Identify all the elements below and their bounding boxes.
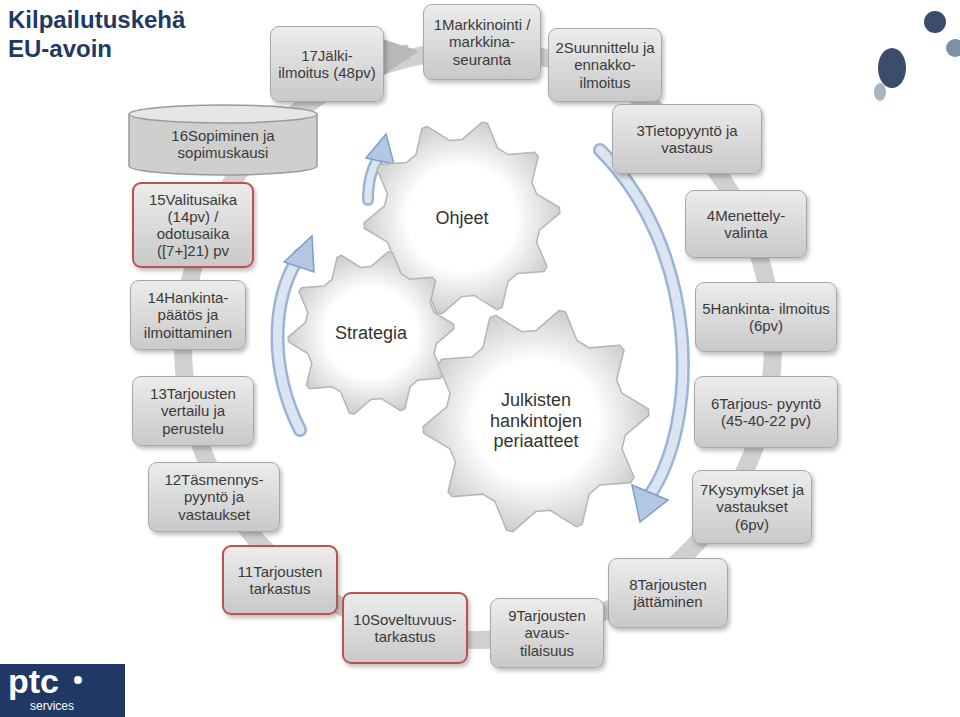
step-label: 10Soveltuvuus- tarkastus [350, 611, 460, 646]
process-box: 13Tarjousten vertailu ja perustelu [132, 376, 254, 446]
process-box: 12Täsmennys- pyyntö ja vastaukset [148, 462, 280, 532]
process-box: 3Tietopyyntö ja vastaus [612, 104, 762, 174]
cycle-arrow [368, 155, 380, 200]
step-label: 13Tarjousten vertailu ja perustelu [139, 385, 247, 437]
gear-label: Julkisten hankintojen periaatteet [466, 390, 606, 452]
process-box: 1Markkinointi / markkina- seuranta [423, 4, 541, 80]
logo-text: ptc [8, 662, 59, 701]
process-box: 5Hankinta- ilmoitus (6pv) [695, 282, 837, 352]
process-box: 10Soveltuvuus- tarkastus [342, 592, 468, 664]
gear-label: Strategia [335, 323, 407, 344]
copyright-mark: © [96, 676, 109, 697]
process-box: 11Tarjousten tarkastus [222, 545, 338, 615]
gear-outline [423, 310, 649, 531]
process-box: 2Suunnittelu ja ennakko- ilmoitus [548, 28, 662, 102]
step-label: 4Menettely- valinta [692, 207, 800, 242]
step-label: 9Tarjousten avaus- tilaisuus [497, 607, 597, 659]
process-box: 9Tarjousten avaus- tilaisuus [490, 598, 604, 668]
gear-label: Ohjeet [435, 208, 488, 229]
step-label: 14Hankinta- päätös ja ilmoittaminen [137, 289, 239, 341]
arrow-head [366, 134, 394, 164]
step-label: 8Tarjousten jättäminen [615, 576, 721, 611]
gear-outline [288, 252, 454, 414]
arrow-head [632, 485, 668, 522]
step-label: 7Kysymykset ja vastaukset (6pv) [699, 481, 805, 533]
logo-dot [946, 39, 960, 57]
gear-shape: Julkisten hankintojen periaatteet [423, 308, 649, 534]
step-label: 15Valitusaika (14pv) / odotusaika ([7+]2… [140, 191, 246, 260]
logo-dot [878, 48, 906, 88]
logo-subtext: services [30, 699, 74, 713]
step-label: 5Hankinta- ilmoitus (6pv) [702, 300, 830, 335]
process-box: 6Tarjous- pyyntö (45-40-22 pv) [694, 376, 838, 448]
process-box: 7Kysymykset ja vastaukset (6pv) [692, 470, 812, 544]
logo-dot [874, 83, 886, 101]
cycle-arrow [368, 155, 380, 200]
flow-arrow [384, 52, 409, 56]
logo-dot [924, 11, 946, 33]
process-box: 8Tarjousten jättäminen [608, 558, 728, 628]
step-label: 12Täsmennys- pyyntö ja vastaukset [155, 471, 273, 523]
gear-shape: Strategia [288, 250, 454, 416]
process-box: 17Jälki- ilmoitus (48pv) [270, 26, 384, 102]
process-box: 14Hankinta- päätös ja ilmoittaminen [130, 280, 246, 350]
logo-dot [74, 676, 82, 684]
cylinder-box: 16Sopiminen ja sopimuskausi [128, 104, 318, 176]
arrow-head [284, 236, 314, 272]
step-label: 16Sopiminen ja sopimuskausi [136, 127, 310, 162]
step-label: 6Tarjous- pyyntö (45-40-22 pv) [701, 395, 831, 430]
step-label: 11Tarjousten tarkastus [230, 563, 330, 598]
process-box: 15Valitusaika (14pv) / odotusaika ([7+]2… [132, 182, 254, 268]
process-box: 4Menettely- valinta [685, 190, 807, 258]
step-label: 17Jälki- ilmoitus (48pv) [277, 47, 377, 82]
step-label: 3Tietopyyntö ja vastaus [619, 122, 755, 157]
step-label: 2Suunnittelu ja ennakko- ilmoitus [555, 39, 655, 91]
diagram-title: Kilpailutuskehä EU-avoin [8, 6, 218, 64]
step-label: 1Markkinointi / markkina- seuranta [430, 16, 534, 68]
cylinder-top [129, 105, 317, 123]
